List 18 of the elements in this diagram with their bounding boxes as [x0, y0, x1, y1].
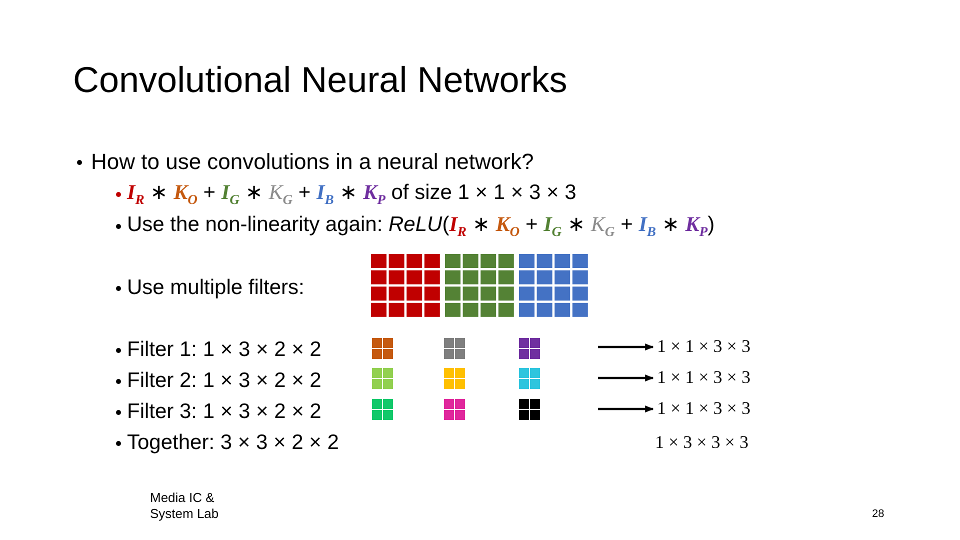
- page-number: 28: [872, 508, 884, 522]
- arrow: [598, 374, 654, 382]
- bullet-text: How to use convolutions in a neural network?: [91, 148, 534, 176]
- size-label: 1 × 1 × 3 × 3: [657, 336, 750, 358]
- bullet-text: Filter 2: 1 × 3 × 2 × 2: [127, 368, 322, 394]
- bullet-text: Use multiple filters:: [127, 275, 304, 301]
- arrow: [598, 405, 654, 413]
- footer-text: Media IC & System Lab: [150, 490, 220, 522]
- size-label: 1 × 1 × 3 × 3: [657, 398, 750, 420]
- bullet-text: Filter 1: 1 × 3 × 2 × 2: [127, 337, 322, 363]
- bullet-text: Use the non-linearity again: ReLU(I$_{R}$ ∗ K$_{O}$ + I$_{G}$ ∗ K$_{G}$ + I$_{B}$ ∗ K$_{P}$): [127, 212, 715, 240]
- size-label: 1 × 1 × 3 × 3: [657, 367, 750, 389]
- slide-title: Convolutional Neural Networks: [73, 58, 568, 102]
- bullet-text: I$_{R}$ ∗ K$_{O}$ + I$_{G}$ ∗ K$_{G}$ + I$_{B}$ ∗ K$_{P}$ of size 1 × 1 × 3 × 3: [127, 180, 576, 208]
- arrow: [598, 343, 654, 351]
- bullet-text: 1 × 3 × 3 × 3: [655, 432, 748, 454]
- bullet-text: Filter 3: 1 × 3 × 2 × 2: [127, 399, 322, 425]
- bullet-text: Together: 3 × 3 × 2 × 2: [127, 430, 339, 456]
